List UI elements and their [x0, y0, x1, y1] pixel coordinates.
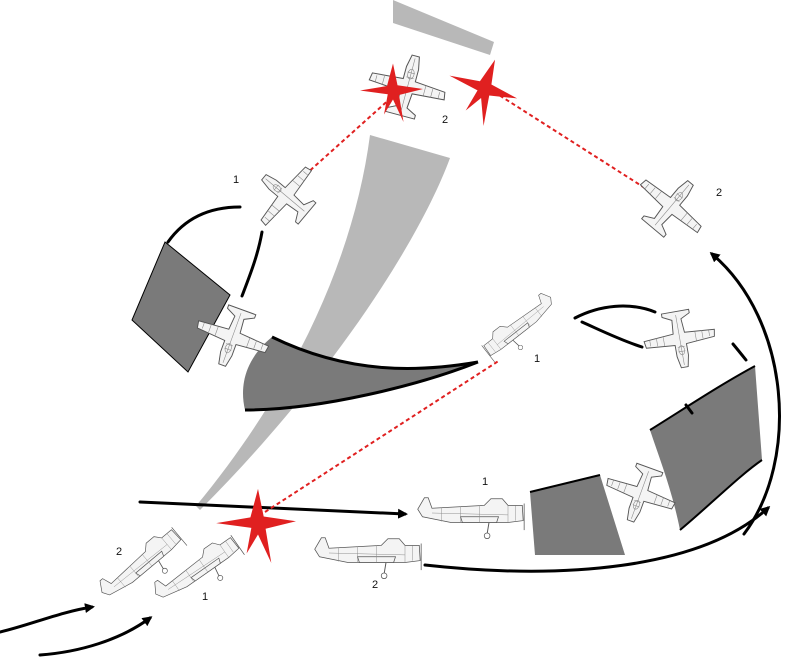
aircraft-bottom-left-2 — [95, 523, 193, 614]
hit-group — [216, 46, 527, 563]
label-bottom-left-plane-b: 1 — [202, 591, 208, 603]
right-dark-ribbon-lower-edge — [529, 474, 601, 493]
firing-line-center — [264, 359, 501, 513]
right-dark-ribbon-upper-edge — [649, 365, 763, 531]
label-center-plane: 1 — [534, 353, 540, 365]
label-top-plane: 2 — [442, 114, 448, 126]
aircraft-middle-right-1 — [417, 497, 525, 540]
label-right-top-plane: 2 — [716, 187, 722, 199]
entry-arrow-b — [38, 616, 153, 657]
climb-light-ribbon — [196, 135, 450, 510]
label-bottom-left-plane-a: 2 — [116, 546, 122, 558]
left-loop-arc — [166, 205, 242, 244]
firing-line-group — [264, 87, 649, 513]
dark-ribbon-group — [131, 241, 763, 555]
center-dark-ribbon — [243, 337, 478, 410]
light-ribbon-group — [196, 0, 494, 510]
firing-line-left — [304, 96, 393, 176]
aircraft-top-2 — [361, 45, 454, 126]
label-bottom-center-plane: 2 — [372, 579, 378, 591]
climb-arrow — [709, 252, 781, 536]
firing-line-right — [487, 87, 649, 191]
left-loop-descent — [240, 230, 264, 298]
right-dark-ribbon-upper — [650, 366, 762, 530]
entry-arrow-a — [0, 603, 95, 634]
top-light-ribbon — [393, 0, 494, 55]
aircraft-right-loop — [639, 305, 721, 374]
right-loop-tick — [684, 403, 694, 415]
right-dark-ribbon-lower — [530, 475, 625, 555]
center-dark-ribbon-edge — [244, 335, 479, 412]
label-middle-right-plane: 1 — [482, 476, 488, 488]
red-starburst-icon — [437, 46, 527, 134]
right-loop-exit — [731, 342, 748, 362]
right-loop-inner — [580, 320, 644, 349]
aircraft-right-top-2 — [623, 158, 720, 253]
extension-arrow — [423, 505, 771, 573]
right-loop-arc — [573, 304, 657, 320]
label-left-top-plane: 1 — [233, 174, 239, 186]
aircraft-center-1 — [478, 289, 566, 368]
left-dark-ribbon — [131, 241, 231, 373]
aircraft-bottom-center-2 — [314, 537, 422, 580]
label-group: 2 1 2 1 1 2 2 1 — [116, 114, 722, 603]
